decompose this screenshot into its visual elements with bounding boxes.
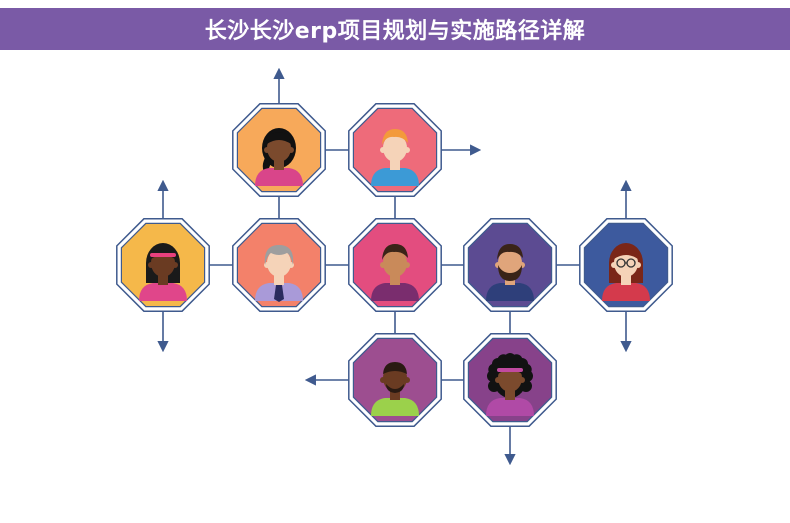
arrows [157,67,632,466]
avatar-icon [371,129,419,186]
title-bar: 长沙长沙erp项目规划与实施路径详解 [0,8,790,50]
avatar-icon [371,244,419,301]
nodes [116,103,673,427]
node-man-orange-hair [348,103,442,197]
node-woman-curly-hair [463,333,557,427]
page-title: 长沙长沙erp项目规划与实施路径详解 [204,19,586,44]
node-woman-glasses [579,218,673,312]
avatar-icon [486,244,534,301]
node-man-gray-hair-tie [232,218,326,312]
node-man-short-hair [348,218,442,312]
node-woman-ponytail [232,103,326,197]
avatar-icon [139,243,187,301]
node-man-bald-green-shirt [348,333,442,427]
avatar-icon [602,243,650,301]
avatar-icon [255,128,303,186]
node-woman-headband [116,218,210,312]
avatar-icon [486,353,534,416]
node-man-beard [463,218,557,312]
avatar-icon [371,362,419,416]
avatar-icon [255,245,303,302]
